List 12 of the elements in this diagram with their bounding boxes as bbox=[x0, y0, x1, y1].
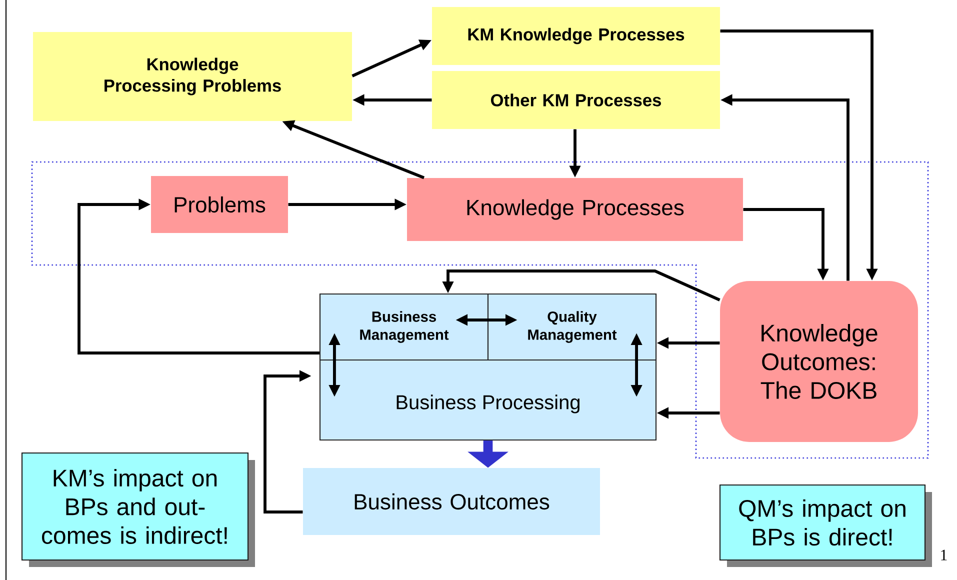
note-box: KM’s impact on BPs and out-comes is indirect! bbox=[21, 452, 255, 567]
table-cell: Quality Management bbox=[487, 293, 657, 361]
arrow bbox=[78, 198, 320, 354]
process-box: Other KM Processes bbox=[432, 71, 720, 129]
outcome-box: Business Outcomes bbox=[303, 468, 600, 535]
table-cell: Business Management bbox=[319, 293, 489, 361]
process-box: Knowledge Processes bbox=[407, 178, 743, 241]
process-box: KM Knowledge Processes bbox=[432, 7, 720, 65]
process-box: Knowledge Processing Problems bbox=[33, 32, 352, 121]
rounded-box: Knowledge Outcomes: The DOKB bbox=[720, 281, 918, 442]
note-box: QM’s impact on BPs is direct! bbox=[719, 484, 932, 567]
process-box: Problems bbox=[151, 176, 288, 233]
